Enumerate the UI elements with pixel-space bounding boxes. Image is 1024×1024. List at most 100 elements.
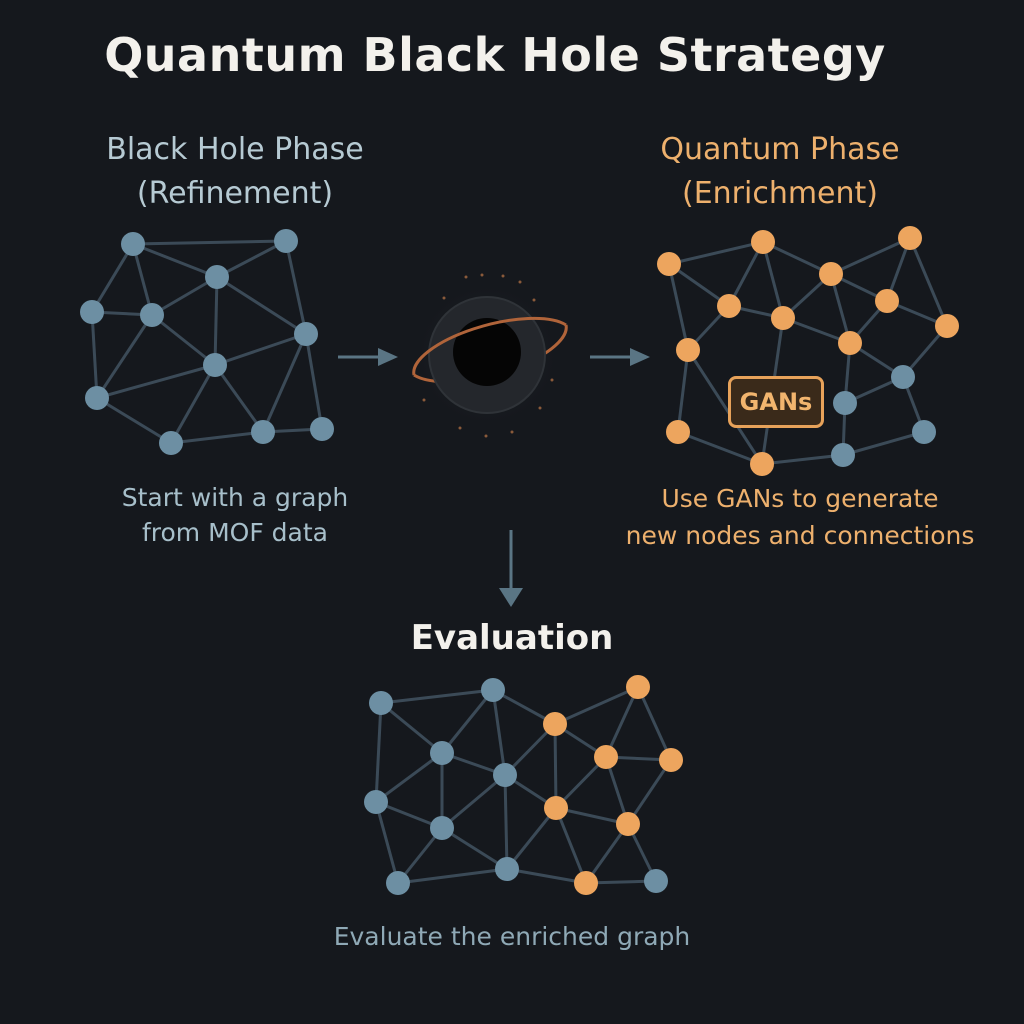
graph-edge xyxy=(441,773,506,830)
graph-edge xyxy=(375,751,443,804)
generated-node xyxy=(750,452,774,476)
graph-edge xyxy=(491,689,507,776)
description-line: new nodes and connections xyxy=(625,521,975,550)
black-hole-icon xyxy=(412,273,568,438)
graph-edge xyxy=(503,774,509,870)
graph-edge xyxy=(505,807,558,870)
graph-node xyxy=(310,417,334,441)
generated-node xyxy=(898,226,922,250)
graph-node xyxy=(80,300,104,324)
graph-edge xyxy=(151,275,218,317)
quantum-phase-description: Use GANs to generate new nodes and conne… xyxy=(560,480,1024,554)
graph-edge xyxy=(908,237,949,327)
graph-edge xyxy=(676,349,690,433)
generated-node xyxy=(616,812,640,836)
graph-edge xyxy=(131,243,154,316)
evaluation-title: Evaluation xyxy=(410,618,614,658)
graph-edge xyxy=(213,364,265,433)
generated-node xyxy=(771,306,795,330)
graph-edge xyxy=(554,685,639,726)
black-hole-phase-description: Start with a graph from MOF data xyxy=(60,480,410,550)
black-hole-phase-name: Black Hole Phase xyxy=(106,132,364,167)
generated-node xyxy=(659,748,683,772)
graph-edge xyxy=(555,806,629,826)
graph-node xyxy=(85,386,109,410)
graph-edge xyxy=(132,239,287,246)
description-line: Use GANs to generate xyxy=(661,484,939,513)
generated-node xyxy=(819,262,843,286)
graph-node xyxy=(140,303,164,327)
graph-edge xyxy=(374,702,383,803)
graph-edge xyxy=(284,240,308,335)
graph-edge xyxy=(380,688,494,705)
generated-node xyxy=(935,314,959,338)
graph-node xyxy=(159,431,183,455)
black-hole-phase-subtitle: (Refinement) xyxy=(136,176,334,211)
generated-node xyxy=(676,338,700,362)
graph-edge xyxy=(304,333,324,430)
black-hole-phase-title: Black Hole Phase (Refinement) xyxy=(60,128,410,216)
generated-node xyxy=(666,420,690,444)
graph-edge xyxy=(626,759,673,825)
graph-node xyxy=(912,420,936,444)
generated-node xyxy=(838,331,862,355)
graph-node xyxy=(364,790,388,814)
graph-edge xyxy=(216,275,307,336)
graph-edge xyxy=(441,826,508,871)
graph-edge xyxy=(553,723,558,809)
graph-node xyxy=(430,816,454,840)
graph-edge xyxy=(170,430,264,445)
graph-edge xyxy=(216,239,287,279)
generated-node xyxy=(751,230,775,254)
graph-node xyxy=(495,857,519,881)
generated-node xyxy=(875,289,899,313)
graph-edge xyxy=(506,867,587,885)
graph-node xyxy=(833,391,857,415)
graph-edge xyxy=(727,241,765,307)
quantum-phase-name: Quantum Phase xyxy=(660,132,900,167)
graph-node xyxy=(369,691,393,715)
graph-node xyxy=(205,265,229,289)
graph-edge xyxy=(90,243,135,313)
gans-badge: GANs xyxy=(728,376,824,428)
graph-edge xyxy=(761,453,844,466)
graph-edge xyxy=(213,276,219,366)
graph-edge xyxy=(636,686,673,761)
generated-node xyxy=(626,675,650,699)
graph-edge xyxy=(380,701,443,755)
graph-edge xyxy=(397,867,508,885)
graph-node xyxy=(891,365,915,389)
quantum-phase-subtitle: (Enrichment) xyxy=(681,176,878,211)
graph-edge xyxy=(554,807,588,884)
graph-edge xyxy=(604,686,640,758)
graph-node xyxy=(203,353,227,377)
graph-edge xyxy=(132,242,218,279)
graph-edge xyxy=(440,689,495,754)
generated-node xyxy=(543,712,567,736)
graph-edge xyxy=(374,801,400,884)
input-graph xyxy=(80,229,334,455)
graph-edge xyxy=(584,823,630,884)
quantum-phase-title: Quantum Phase (Enrichment) xyxy=(605,128,955,216)
graph-node xyxy=(430,741,454,765)
graph-edge xyxy=(830,236,911,276)
graph-node xyxy=(831,443,855,467)
graph-edge xyxy=(668,262,730,308)
graph-node xyxy=(493,763,517,787)
generated-node xyxy=(717,294,741,318)
generated-node xyxy=(657,252,681,276)
page-title: Quantum Black Hole Strategy xyxy=(104,28,886,82)
graph-edge xyxy=(762,240,832,276)
arrow-right-icon xyxy=(590,348,650,366)
enriched-graph xyxy=(657,226,959,476)
graph-edge xyxy=(668,240,764,266)
graph-edge xyxy=(686,349,764,465)
graph-node xyxy=(481,678,505,702)
graph-node xyxy=(386,871,410,895)
graph-node xyxy=(121,232,145,256)
graph-edge xyxy=(95,314,154,399)
graph-edge xyxy=(842,430,925,457)
evaluation-graph xyxy=(364,675,683,895)
arrow-down-icon xyxy=(499,530,523,607)
